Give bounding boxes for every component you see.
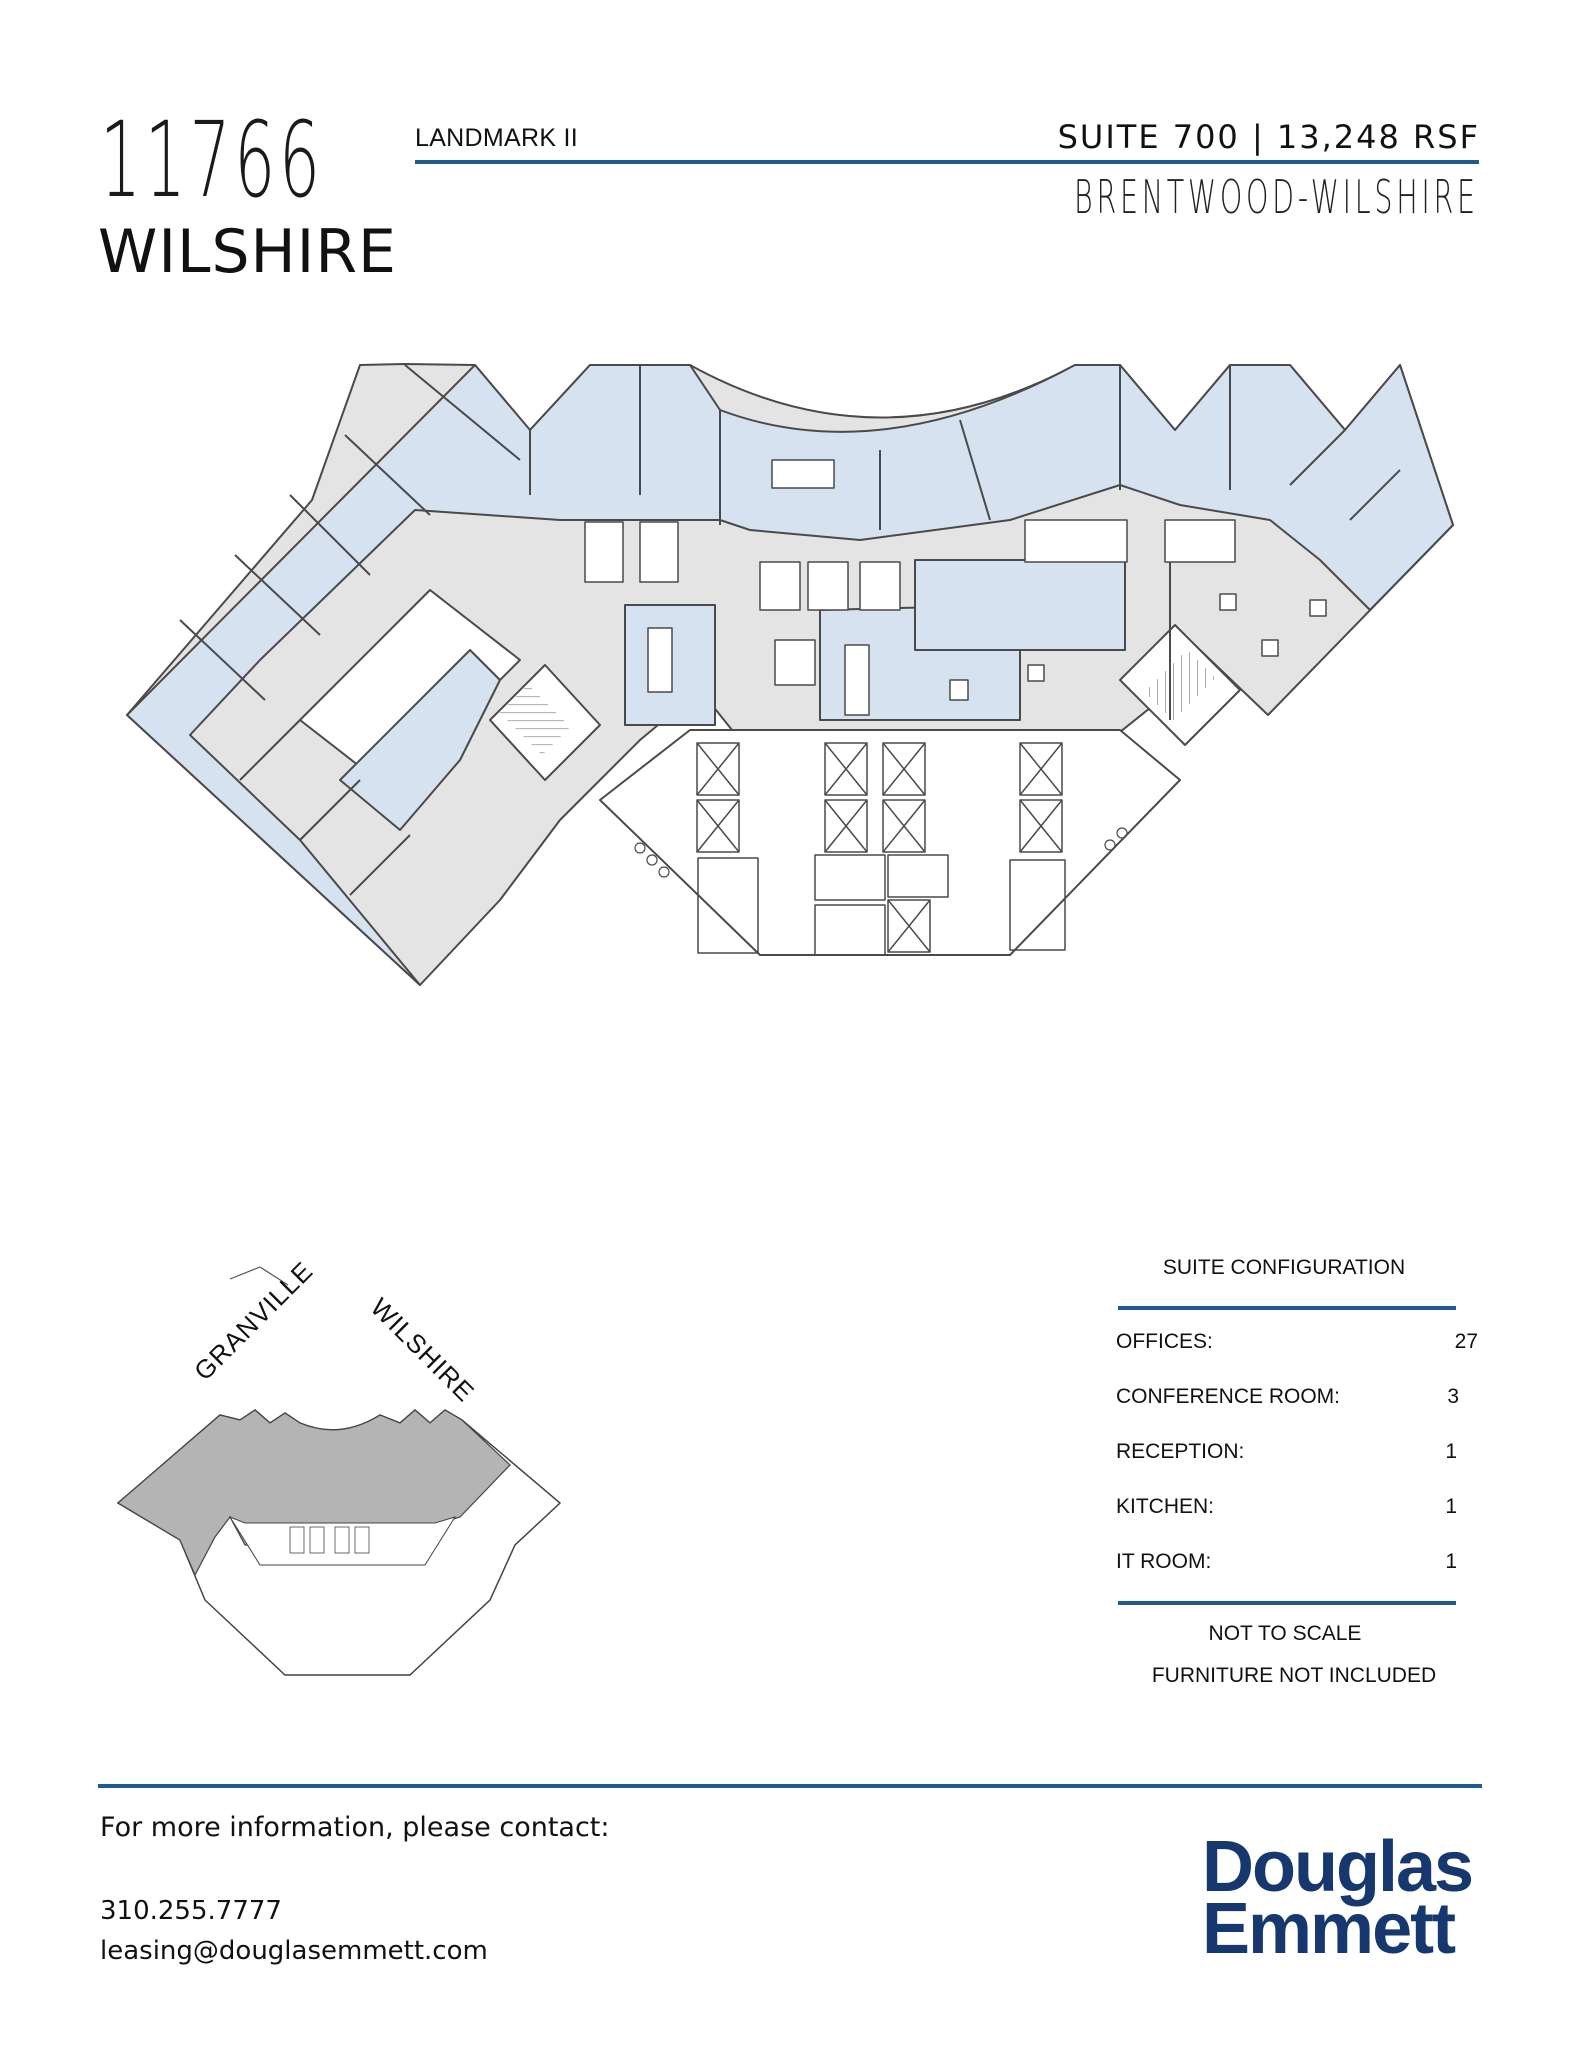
config-value: 1	[1445, 1550, 1457, 1573]
workroom-center	[914, 559, 1126, 651]
building-name: LANDMARK II	[415, 124, 579, 152]
config-row-it-room: IT ROOM: 1	[1116, 1550, 1457, 1574]
suite-config-divider-top	[1118, 1306, 1456, 1310]
contact-heading: For more information, please contact:	[100, 1812, 610, 1843]
suite-config-divider-bottom	[1118, 1601, 1456, 1605]
config-row-conference: CONFERENCE ROOM: 3	[1116, 1385, 1459, 1409]
street-corner-line	[229, 1266, 261, 1280]
submarket-label: BRENTWOOD-WILSHIRE	[1074, 170, 1479, 224]
config-label: KITCHEN:	[1116, 1495, 1215, 1518]
interior-offices-left-2	[339, 649, 501, 831]
suite-info: SUITE 700 | 13,248 RSF	[1057, 118, 1480, 156]
offices-top-center	[719, 364, 1121, 541]
offices-left-wing	[126, 364, 721, 986]
note-furniture: FURNITURE NOT INCLUDED	[1151, 1664, 1437, 1687]
address-number: 11766	[100, 99, 324, 221]
config-row-offices: OFFICES: 27	[1116, 1330, 1478, 1354]
config-row-reception: RECEPTION: 1	[1116, 1440, 1457, 1464]
note-not-to-scale: NOT TO SCALE	[1208, 1622, 1362, 1645]
logo-line-2: Emmett	[1202, 1889, 1456, 1969]
config-value: 27	[1454, 1330, 1478, 1353]
config-value: 1	[1445, 1495, 1457, 1518]
footer-divider	[98, 1784, 1482, 1788]
config-value: 1	[1445, 1440, 1457, 1463]
key-plan-core	[228, 1515, 457, 1566]
logo-line-1: Douglas	[1202, 1827, 1474, 1907]
config-label: IT ROOM:	[1116, 1550, 1212, 1573]
elevators	[696, 742, 1063, 953]
config-label: RECEPTION:	[1116, 1440, 1245, 1463]
config-label: OFFICES:	[1116, 1330, 1213, 1353]
floor-plan	[126, 363, 1454, 986]
config-label: CONFERENCE ROOM:	[1116, 1385, 1341, 1408]
douglas-emmett-logo: Douglas Emmett	[1202, 1827, 1474, 1969]
header-divider	[415, 160, 1479, 164]
contact-phone[interactable]: 310.255.7777	[100, 1896, 282, 1926]
street-name: WILSHIRE	[98, 217, 397, 287]
contact-email[interactable]: leasing@douglasemmett.com	[100, 1936, 488, 1966]
config-value: 3	[1447, 1385, 1459, 1408]
config-row-kitchen: KITCHEN: 1	[1116, 1495, 1457, 1519]
suite-config-title: SUITE CONFIGURATION	[1162, 1256, 1406, 1279]
key-plan	[116, 1266, 562, 1676]
